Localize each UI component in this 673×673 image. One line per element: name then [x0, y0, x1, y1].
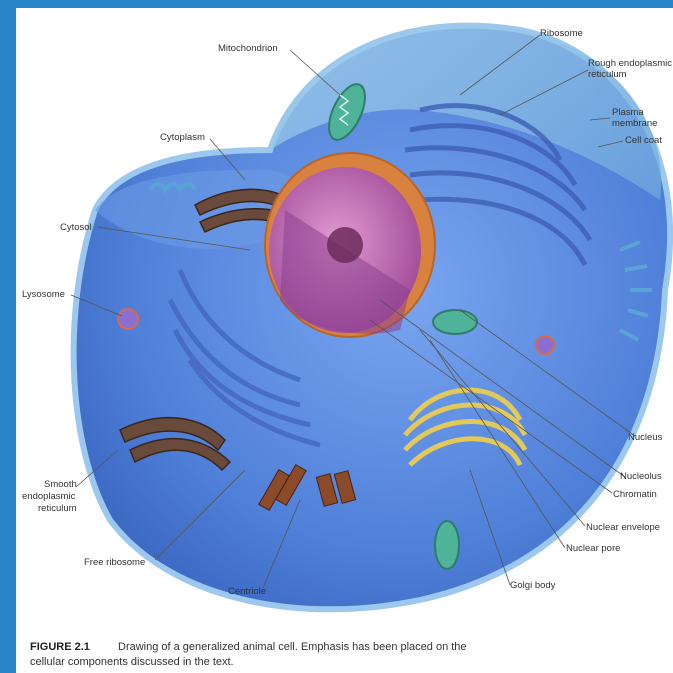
- label-chromatin: Chromatin: [613, 489, 657, 500]
- label-cell-coat: Cell coat: [625, 135, 662, 146]
- label-smooth-er-1: Smooth: [44, 479, 77, 490]
- label-nuclear-envelope: Nuclear envelope: [586, 522, 660, 533]
- label-nucleus: Nucleus: [628, 432, 663, 443]
- caption-line-1: Drawing of a generalized animal cell. Em…: [118, 641, 467, 653]
- label-ribosome: Ribosome: [540, 28, 583, 39]
- label-free-ribosome: Free ribosome: [84, 557, 145, 568]
- label-cytoplasm: Cytoplasm: [160, 132, 205, 143]
- label-lysosome: Lysosome: [22, 289, 65, 300]
- nucleus: [265, 153, 435, 337]
- label-cytosol: Cytosol: [60, 222, 92, 233]
- label-plasma-2: membrane: [612, 118, 657, 129]
- label-rough-er-1: Rough endoplasmic: [588, 58, 672, 69]
- label-plasma-1: Plasma: [612, 107, 644, 118]
- label-golgi-body: Golgi body: [510, 580, 556, 591]
- label-smooth-er-3: reticulum: [38, 503, 77, 514]
- caption-line-2: cellular components discussed in the tex…: [30, 656, 234, 668]
- nucleolus: [327, 227, 363, 263]
- label-rough-er-2: reticulum: [588, 69, 627, 80]
- figure-label: FIGURE 2.1: [30, 641, 90, 653]
- label-centriole: Centriole: [228, 586, 266, 597]
- label-smooth-er-2: endoplasmic: [22, 491, 76, 502]
- label-nuclear-pore: Nuclear pore: [566, 543, 620, 554]
- label-nucleolus: Nucleolus: [620, 471, 662, 482]
- label-mitochondrion: Mitochondrion: [218, 43, 278, 54]
